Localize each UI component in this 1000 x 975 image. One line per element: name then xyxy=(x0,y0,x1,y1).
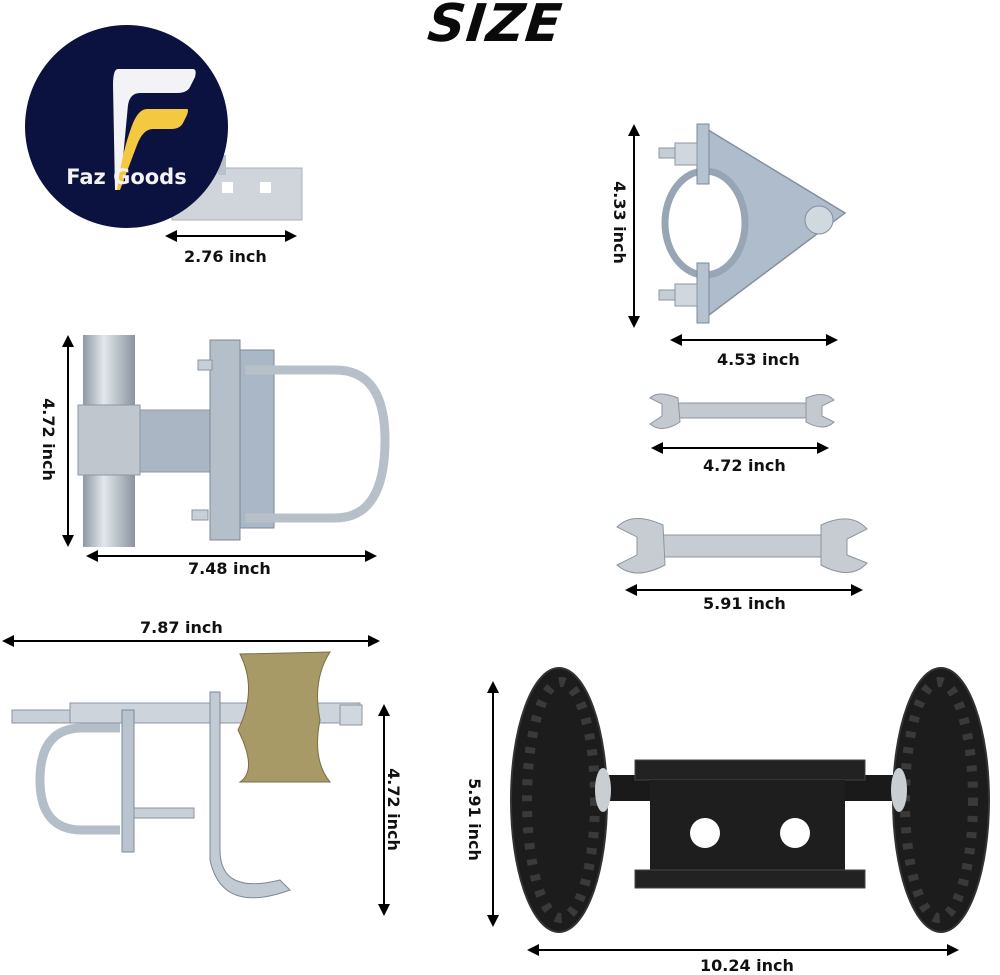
wheel-assembly-width-arrow xyxy=(527,944,959,956)
large-wrench-image xyxy=(616,518,868,574)
hinge-bracket-height-label: 4.72 inch xyxy=(38,398,58,481)
small-wrench-width-label: 4.72 inch xyxy=(703,456,786,475)
triangle-clamp-height-arrow xyxy=(628,124,640,328)
gate-wheel-assembly-image xyxy=(510,667,990,933)
large-wrench-width-arrow xyxy=(625,584,863,596)
wheel-assembly-width-label: 10.24 inch xyxy=(700,956,794,975)
roller-guide-height-label: 4.72 inch xyxy=(383,768,403,851)
brand-name: Faz Goods xyxy=(66,165,187,189)
roller-guide-image xyxy=(11,651,363,899)
post-hinge-bracket-part xyxy=(77,330,400,555)
roller-guide-width-arrow xyxy=(2,635,380,647)
hinge-bracket-height-arrow xyxy=(62,335,74,547)
roller-guide-height-arrow xyxy=(378,704,390,916)
triangle-clamp-width-arrow xyxy=(670,334,838,346)
large-wrench-width-label: 5.91 inch xyxy=(703,594,786,613)
triangle-pipe-clamp-part xyxy=(655,118,855,328)
small-wrench-width-arrow xyxy=(651,442,829,454)
hinge-bracket-width-arrow xyxy=(86,550,377,562)
triangle-clamp-width-label: 4.53 inch xyxy=(717,350,800,369)
hinge-bracket-width-label: 7.48 inch xyxy=(188,559,271,578)
gate-wheel-assembly-part xyxy=(505,665,995,935)
wheel-assembly-height-arrow xyxy=(487,681,499,927)
small-wrench-image xyxy=(649,393,835,429)
flat-bracket-width-label: 2.76 inch xyxy=(184,247,267,266)
triangle-pipe-clamp-image xyxy=(658,123,847,324)
post-hinge-bracket-image xyxy=(77,335,390,547)
faz-goods-logo: Faz Goods xyxy=(25,25,228,228)
roller-guide-width-label: 7.87 inch xyxy=(140,618,223,637)
flat-bracket-width-arrow xyxy=(165,230,297,242)
roller-guide-part xyxy=(10,650,370,910)
f-logo-icon xyxy=(113,69,196,190)
wheel-assembly-height-label: 5.91 inch xyxy=(464,778,484,861)
triangle-clamp-height-label: 4.33 inch xyxy=(609,181,629,264)
